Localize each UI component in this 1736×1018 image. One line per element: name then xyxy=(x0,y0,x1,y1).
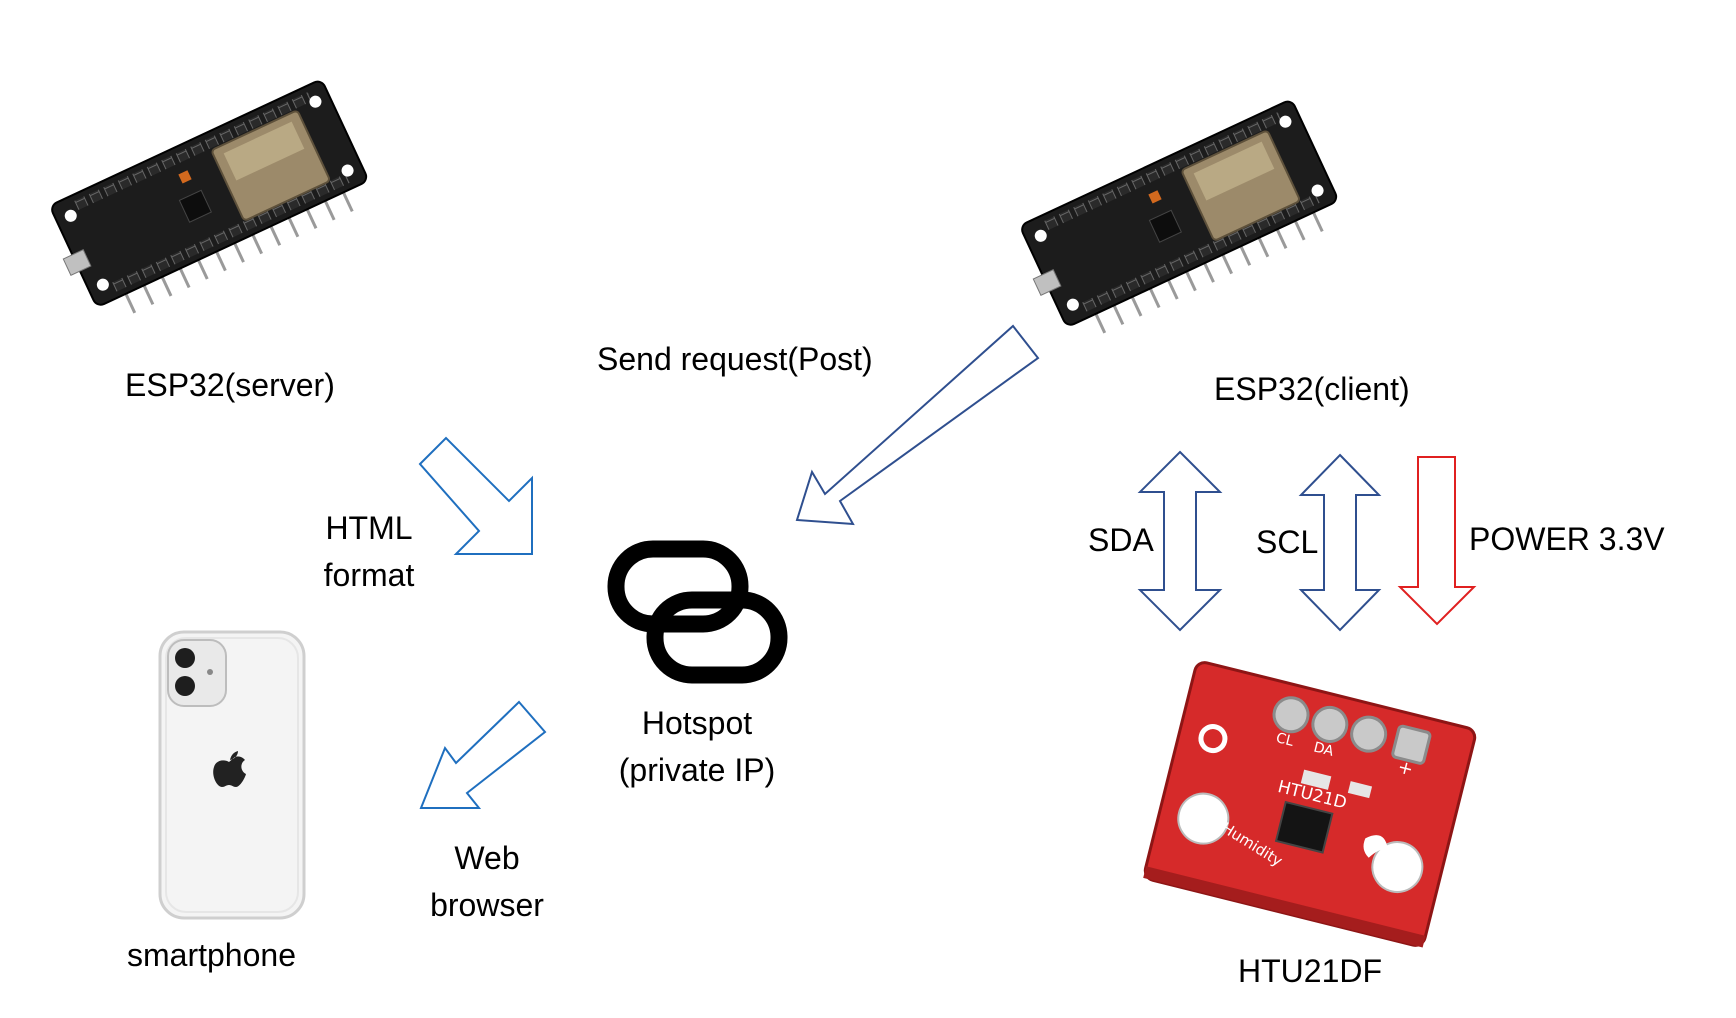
esp32-server-board-icon xyxy=(51,80,368,314)
esp32-server-label: ESP32(server) xyxy=(125,367,335,403)
web-browser-line2: browser xyxy=(430,887,544,923)
sensor-pin-label: DA xyxy=(1312,739,1336,759)
html-format-arrow xyxy=(418,436,533,555)
html-format-line2: format xyxy=(323,557,415,593)
sda-double-arrow xyxy=(1137,450,1223,632)
smartphone-label: smartphone xyxy=(127,937,296,973)
html-format-line1: HTML xyxy=(325,510,413,546)
scl-label: SCL xyxy=(1256,524,1319,560)
power-label: POWER 3.3V xyxy=(1469,521,1665,557)
sensor-pin-label: CL xyxy=(1274,730,1295,750)
web-browser-arrow xyxy=(419,700,547,809)
htu21df-label: HTU21DF xyxy=(1238,953,1383,989)
hotspot-label: Hotspot (private IP) xyxy=(604,700,790,794)
scl-double-arrow xyxy=(1298,453,1382,632)
sda-label: SDA xyxy=(1088,522,1154,558)
hotspot-label-line1: Hotspot xyxy=(641,705,753,741)
hotspot-label-line2: (private IP) xyxy=(618,752,776,788)
power-arrow xyxy=(1397,456,1477,626)
web-browser-line1: Web xyxy=(454,840,520,876)
link-icon xyxy=(607,540,788,684)
web-browser-label: Web browser xyxy=(417,835,557,929)
esp32-client-label: ESP32(client) xyxy=(1214,371,1410,407)
htu21d-sensor-icon: CL DA + HTU21D Humidity xyxy=(1143,661,1477,948)
send-request-label: Send request(Post) xyxy=(597,341,873,377)
esp32-client-board-icon xyxy=(1021,100,1338,334)
sensor-pin-label: + xyxy=(1396,757,1416,781)
html-format-label: HTML format xyxy=(310,505,428,599)
smartphone-icon xyxy=(158,630,306,920)
send-request-arrow xyxy=(795,324,1040,526)
